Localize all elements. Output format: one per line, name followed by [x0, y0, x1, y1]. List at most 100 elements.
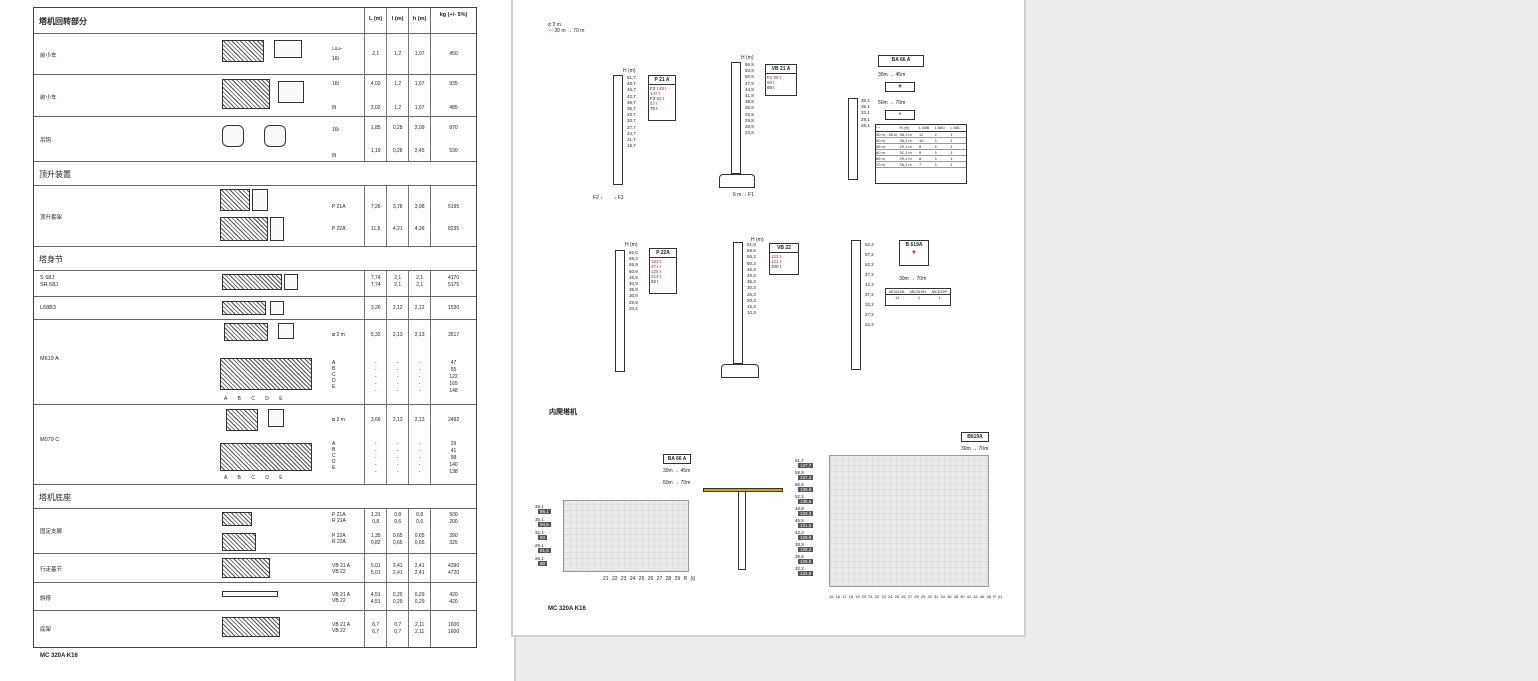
wind-range: 30m → 70m	[961, 446, 989, 452]
cell: 1	[938, 295, 941, 300]
box-values: 123 t 121 t 100 t	[770, 253, 798, 270]
value-l: 4,21	[392, 226, 403, 232]
value-L: 1,19	[370, 148, 381, 154]
value-L: 7,26	[370, 204, 381, 210]
ba66a-load-chart	[563, 500, 689, 572]
chart-row: 29,191,5	[535, 543, 551, 553]
cell: 1	[950, 144, 953, 149]
part-letters: A B C D E	[332, 441, 336, 471]
value-l: - - - - -	[396, 360, 399, 394]
part-letter: D	[265, 475, 269, 481]
type-label: P 21A	[332, 204, 346, 210]
value-kg: 4390 4720	[447, 563, 460, 576]
chart-row: 38,196,1	[535, 504, 551, 514]
f-labels: F2 ↓ ↓ F3	[593, 195, 624, 201]
value-l: 0,7 0,7	[394, 622, 402, 635]
value-kg: 870	[449, 125, 458, 131]
trolley-side-drawing	[274, 40, 302, 58]
vb22-heights: 61,9 58,6 55,3 50,3 45,3 40,3 35,3 30,3 …	[747, 242, 756, 316]
capacity-mark: 8t	[332, 105, 337, 111]
box-title: P 21 A	[649, 76, 675, 85]
cell: 1	[934, 132, 937, 137]
height-value: 35,5	[795, 554, 804, 559]
load-value: 128,2	[798, 547, 814, 552]
value-h: 3,98	[414, 204, 425, 210]
value-kg: 935	[449, 81, 458, 87]
cell: 55 m	[876, 144, 885, 149]
strut-drawing	[222, 591, 278, 597]
row-name: 顶升套架	[40, 215, 63, 221]
vb22-tower	[733, 242, 743, 364]
x-axis-ticks: 21 22 23 24 25 26 27 28 29 R (t)	[603, 576, 696, 582]
box-title: BA 66 A	[891, 57, 911, 63]
cell: 65 m	[876, 156, 885, 161]
value-kg: 8235	[447, 226, 460, 232]
climbing-cage-side	[252, 189, 268, 211]
f2-label: F2	[593, 195, 599, 201]
mast-parts-drawing	[220, 358, 312, 390]
value-L: - - - - -	[374, 360, 377, 394]
header-title: 塔机回转部分	[39, 17, 87, 26]
value-kg: 500 200	[449, 512, 458, 525]
mast-dim: ⧄ 2 m	[332, 417, 345, 423]
chart-row: 35,5126,5	[795, 554, 814, 564]
part-letter: E	[279, 396, 283, 402]
value-l: 0,65 0,65	[392, 533, 403, 546]
height-value: 35,1	[535, 517, 544, 522]
mast-dim: ⧄ 2 m	[332, 332, 345, 338]
part-letter: C	[251, 475, 255, 481]
ba66a-tower	[848, 98, 858, 180]
box-title: B619A	[967, 434, 983, 440]
load-value: 90	[538, 561, 548, 566]
page-footer: MC 320A K16	[40, 653, 78, 659]
load-value: 94,6	[538, 522, 551, 527]
f2-values: 193 t 271 t	[651, 259, 662, 269]
bottom-value: 92 t	[651, 279, 659, 284]
ba66a-table-header: 〰 H (m) L 68B L 68C L 68C	[876, 125, 966, 132]
box-title: B 619A	[905, 242, 923, 248]
cell: 11	[919, 132, 924, 137]
row-name: 吊钩	[40, 138, 52, 144]
value-h: 2,09	[414, 125, 425, 131]
p22a-tower	[615, 250, 625, 372]
row-name: SR 68J	[40, 282, 59, 288]
table-header: 塔机回转部分 L (m) l (m) h (m) kg (+/- 5%)	[34, 8, 476, 34]
type-label: P 21A R 21A	[332, 512, 346, 524]
load-value: 137,7	[798, 463, 814, 468]
row-name: 固定支脚	[40, 529, 63, 535]
wind-range: 30m → 70m	[899, 276, 927, 282]
value-h: 2,41 2,41	[414, 563, 425, 576]
legend: ⧄ 2 m 〰 30 m → 70 m	[548, 22, 584, 34]
f1-label: F1	[748, 192, 754, 198]
value-h: 1,07	[414, 51, 425, 57]
b619a-load-chart	[829, 455, 989, 587]
section-base: 塔机底座	[34, 485, 476, 509]
part-letter: A	[224, 475, 228, 481]
b619a-chart-title: B619A	[961, 432, 989, 442]
value-kg: 450	[449, 51, 458, 57]
table-row: 底架 VB 21 A VB 22 6,7 6,7 0,7 0,7 2,11 2,…	[34, 611, 476, 647]
mast-parts-drawing	[220, 443, 312, 471]
type-label: P 22A	[332, 226, 346, 232]
vb21a-chassis	[719, 174, 755, 188]
value-kg: 420 420	[449, 592, 458, 605]
chart-row: 45,5131,5	[795, 518, 814, 528]
row-name: L68B3	[40, 305, 56, 311]
part-letters: A B C D E	[224, 475, 283, 481]
mast-section-end	[268, 409, 284, 427]
part-letter: B	[237, 475, 241, 481]
col-L: L (m)	[369, 16, 383, 22]
vb21a-tower	[731, 62, 741, 174]
value-kg: 530	[449, 148, 458, 154]
box-title: VB 22	[770, 244, 798, 253]
section-title: 塔机底座	[39, 493, 71, 502]
x-axis-ticks: 15 16 17 18 19 20 21 22 23 24 25 26 27 2…	[829, 594, 1002, 599]
value-h: - - - - -	[418, 441, 421, 475]
value-l: 2,41 2,41	[392, 563, 403, 576]
value-L: 1,85	[370, 125, 381, 131]
value-l: 2,12	[392, 305, 403, 311]
